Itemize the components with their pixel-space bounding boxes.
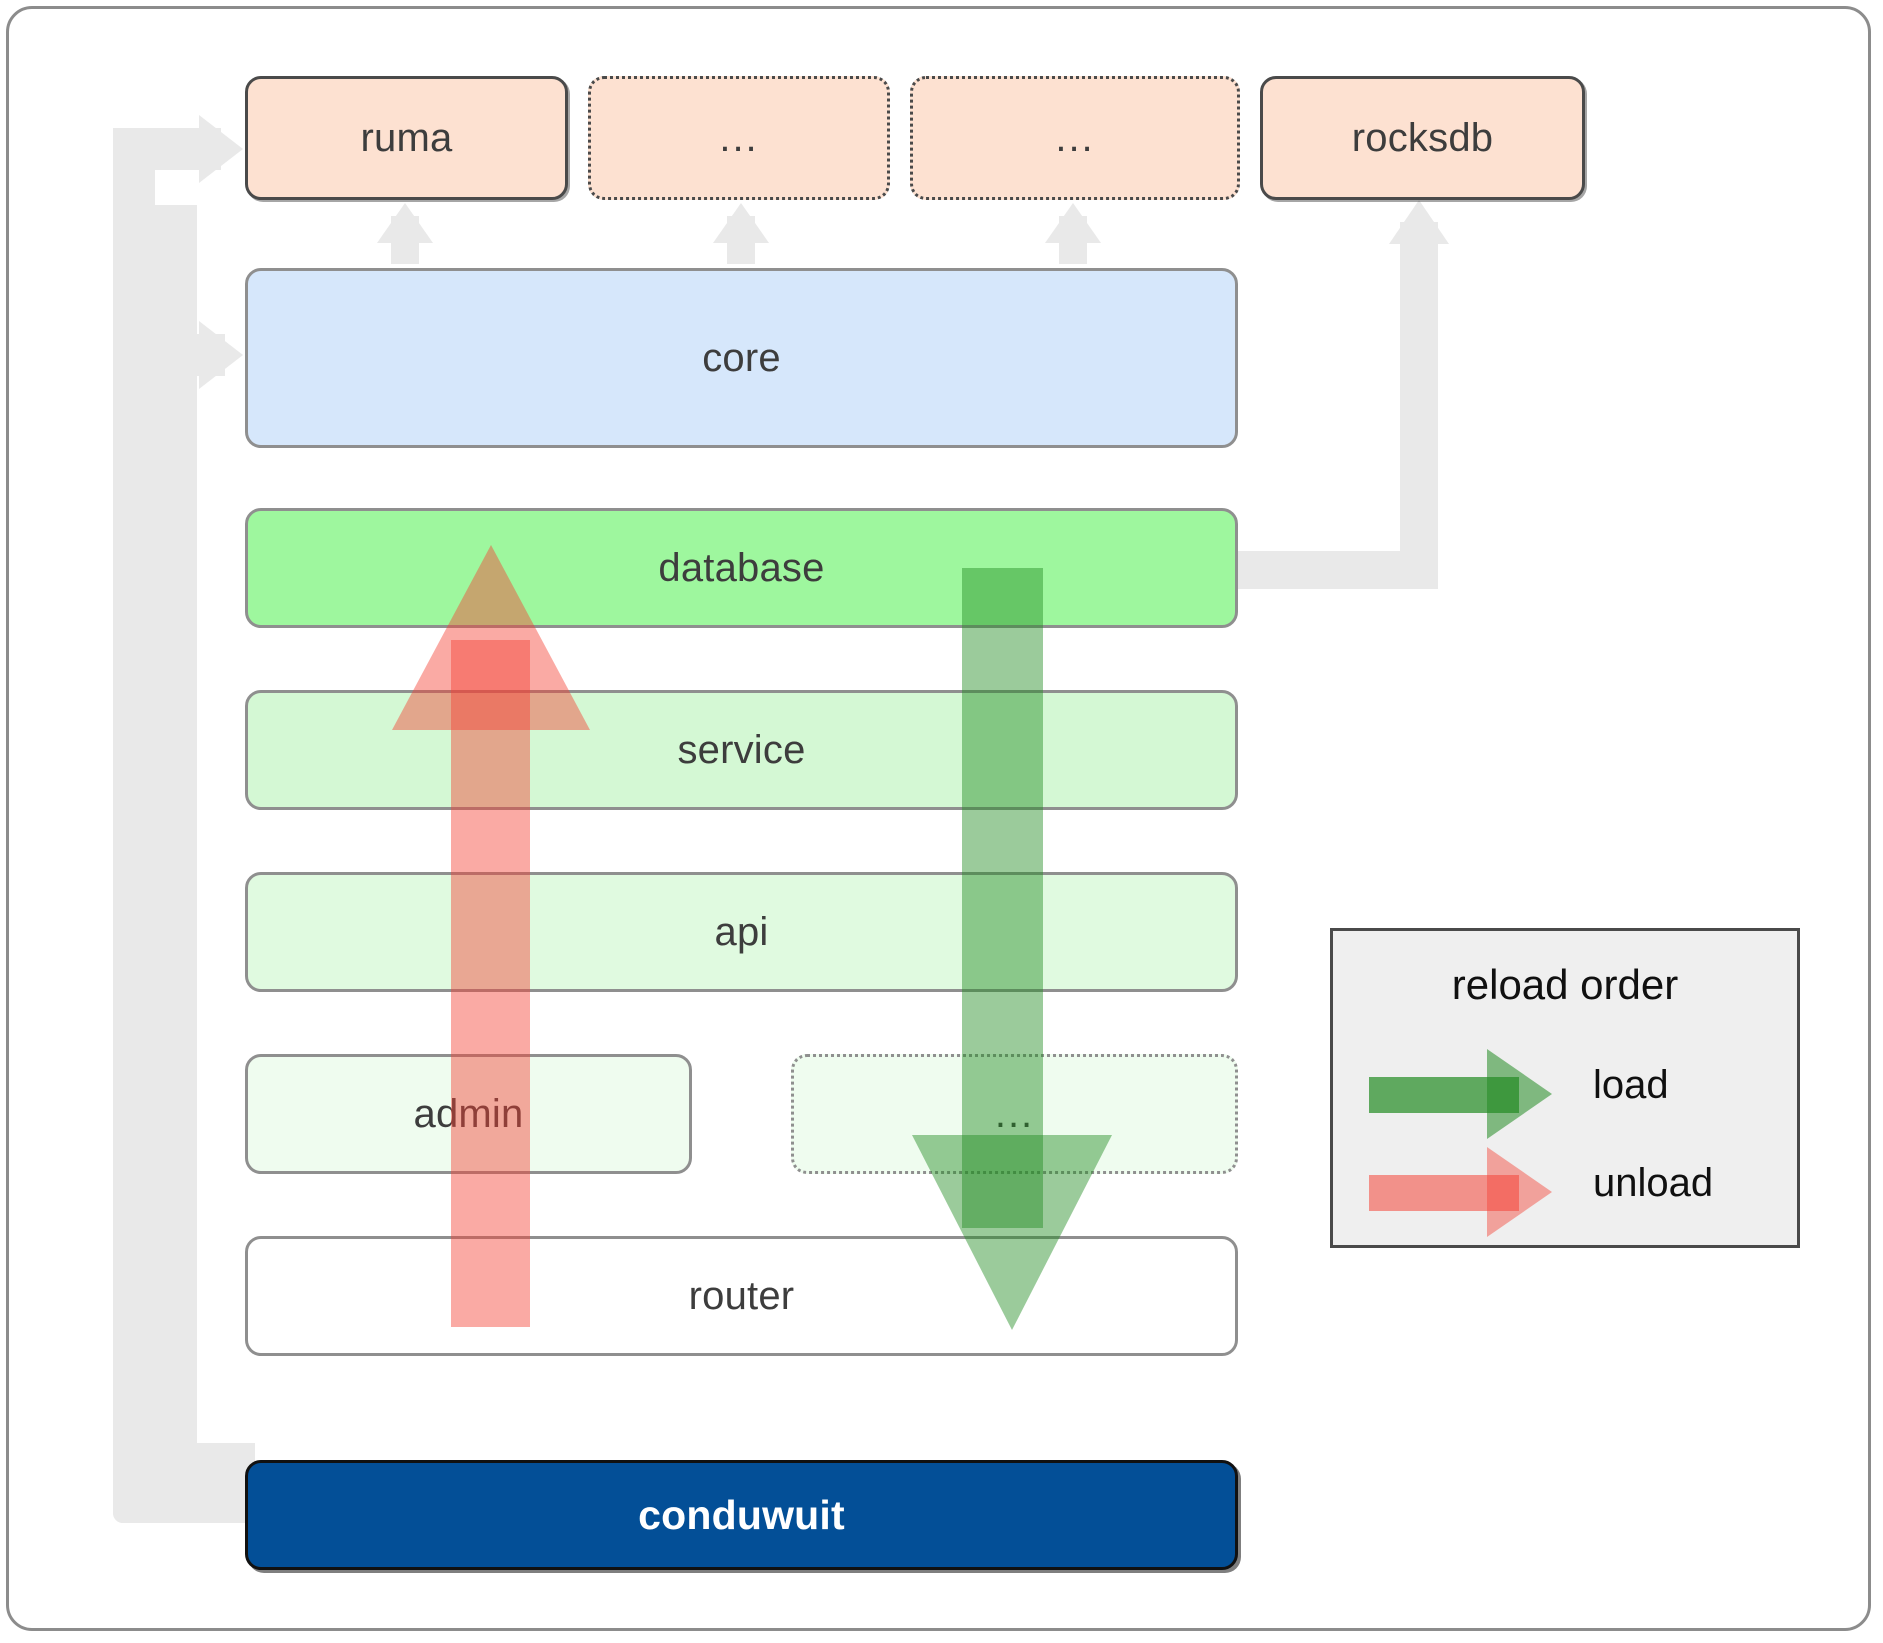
layer-box-core[interactable]: core <box>245 268 1238 448</box>
layer-box-extra[interactable]: ... <box>791 1054 1238 1174</box>
legend-unload-label: unload <box>1593 1161 1714 1205</box>
unload-arrow-shaft <box>451 640 530 1327</box>
dependency-label-ruma: ruma <box>360 115 453 160</box>
layer-box-admin[interactable]: admin <box>245 1054 692 1174</box>
connector-database-to-rocksdb-vertical <box>1400 222 1438 589</box>
legend-row-unload: unload <box>1333 1147 1797 1239</box>
connector-core-to-dep3-arrowhead <box>1045 203 1101 243</box>
load-arrow-head <box>912 1135 1112 1330</box>
dependency-box-ruma[interactable]: ruma <box>245 76 568 200</box>
legend-unload-shaft <box>1369 1175 1519 1211</box>
legend-panel: reload order load unload <box>1330 928 1800 1248</box>
diagram-frame <box>6 6 1871 1631</box>
connector-bottom-run-inner <box>155 1443 255 1485</box>
connector-to-ruma-arrowhead <box>199 115 243 183</box>
connector-core-to-dep2-arrowhead <box>713 203 769 243</box>
load-arrow-shaft <box>962 568 1043 1228</box>
legend-row-load: load <box>1333 1049 1797 1141</box>
layer-label-database: database <box>658 545 825 590</box>
legend-load-label: load <box>1593 1063 1669 1107</box>
dependency-label-rocksdb: rocksdb <box>1351 115 1494 160</box>
connector-left-trunk-outer <box>113 128 155 1523</box>
connector-left-trunk-inner <box>155 205 197 1485</box>
brand-label-conduwuit: conduwuit <box>638 1491 845 1538</box>
connector-rocksdb-arrowhead <box>1389 200 1449 244</box>
dependency-box-dep-3[interactable]: ... <box>910 76 1240 200</box>
layer-label-router: router <box>688 1273 795 1318</box>
legend-unload-arrowhead <box>1487 1147 1552 1237</box>
unload-arrow-head <box>392 545 590 730</box>
layer-box-service[interactable]: service <box>245 690 1238 810</box>
connector-database-to-rocksdb-horizontal <box>1236 551 1424 589</box>
dependency-box-rocksdb[interactable]: rocksdb <box>1260 76 1585 200</box>
layer-label-core: core <box>702 335 781 380</box>
legend-title: reload order <box>1451 961 1679 1008</box>
dependency-box-dep-2[interactable]: ... <box>588 76 890 200</box>
connector-bottom-run-outer <box>113 1481 253 1523</box>
dependency-label-dep-3: ... <box>1055 116 1095 160</box>
layer-label-service: service <box>677 727 806 772</box>
dependency-label-dep-2: ... <box>719 116 759 160</box>
layer-label-api: api <box>714 909 769 954</box>
layer-box-api[interactable]: api <box>245 872 1238 992</box>
connector-core-to-ruma-arrowhead <box>377 203 433 243</box>
brand-box-conduwuit[interactable]: conduwuit <box>245 1460 1238 1570</box>
connector-to-core-arrowhead <box>199 321 243 389</box>
legend-load-arrowhead <box>1487 1049 1552 1139</box>
